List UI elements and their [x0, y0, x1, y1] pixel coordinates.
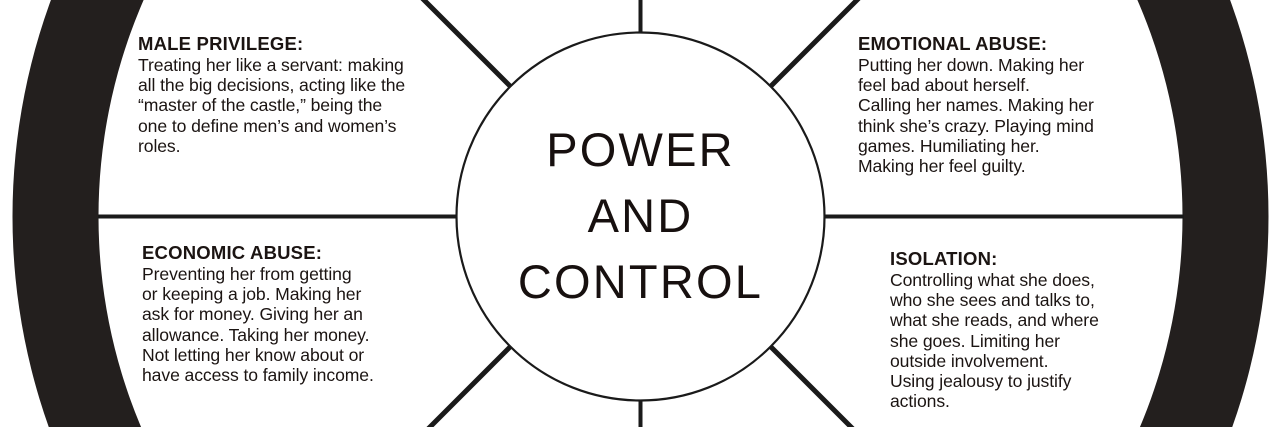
quadrant-line: what she reads, and where — [890, 310, 1099, 331]
quadrant-line: feel bad about herself. — [858, 75, 1030, 96]
spoke-lower-right — [768, 344, 855, 427]
quadrant-line: Using jealousy to justify — [890, 371, 1072, 392]
quadrant-line: one to define men’s and women’s — [138, 115, 397, 136]
quadrant-title-male-privilege: MALE PRIVILEGE: — [138, 33, 304, 54]
hub-line-3: CONTROL — [518, 255, 763, 308]
quadrant-line: Making her feel guilty. — [858, 156, 1026, 177]
quadrant-line: or keeping a job. Making her — [142, 284, 362, 305]
quadrant-line: who she sees and talks to, — [890, 290, 1095, 311]
quadrant-isolation: ISOLATION: Controlling what she does, wh… — [890, 248, 1190, 411]
quadrant-line: Preventing her from getting — [142, 264, 352, 284]
quadrant-line: she goes. Limiting her — [890, 330, 1060, 351]
hub-line-1: POWER — [546, 123, 735, 176]
spoke-upper-right — [768, 0, 861, 89]
quadrant-title-isolation: ISOLATION: — [890, 248, 998, 269]
quadrant-body-male-privilege: Treating her like a servant: making all … — [138, 55, 468, 156]
quadrant-line: “master of the castle,” being the — [138, 95, 383, 116]
hub-line-2: AND — [588, 189, 694, 242]
quadrant-body-economic-abuse: Preventing her from getting or keeping a… — [142, 264, 460, 385]
quadrant-title-economic-abuse: ECONOMIC ABUSE: — [142, 242, 323, 263]
quadrant-emotional-abuse: EMOTIONAL ABUSE: Putting her down. Makin… — [858, 33, 1188, 176]
quadrant-line: outside involvement. — [890, 350, 1049, 371]
spoke-upper-left — [420, 0, 513, 89]
quadrant-line: roles. — [138, 135, 181, 156]
spoke-lower-left — [426, 344, 513, 427]
hub-circle — [455, 31, 826, 402]
quadrant-line: think she’s crazy. Playing mind — [858, 115, 1094, 136]
quadrant-line: Treating her like a servant: making — [138, 55, 404, 75]
quadrant-body-emotional-abuse: Putting her down. Making her feel bad ab… — [858, 55, 1188, 176]
spokes — [98, 0, 1184, 427]
quadrant-line: all the big decisions, acting like the — [138, 75, 406, 96]
quadrant-line: Controlling what she does, — [890, 270, 1095, 290]
quadrant-title-emotional-abuse: EMOTIONAL ABUSE: — [858, 33, 1048, 54]
quadrant-line: actions. — [890, 391, 950, 412]
quadrant-line: allowance. Taking her money. — [142, 324, 370, 345]
quadrant-line: have access to family income. — [142, 365, 374, 386]
quadrant-line: ask for money. Giving her an — [142, 304, 363, 325]
quadrant-line: Putting her down. Making her — [858, 55, 1085, 75]
quadrant-line: games. Humiliating her. — [858, 135, 1040, 156]
quadrant-line: Not letting her know about or — [142, 344, 365, 365]
quadrant-male-privilege: MALE PRIVILEGE: Treating her like a serv… — [138, 33, 468, 156]
quadrant-body-isolation: Controlling what she does, who she sees … — [890, 270, 1190, 411]
quadrant-economic-abuse: ECONOMIC ABUSE: Preventing her from gett… — [142, 242, 460, 385]
quadrant-line: Calling her names. Making her — [858, 95, 1094, 116]
